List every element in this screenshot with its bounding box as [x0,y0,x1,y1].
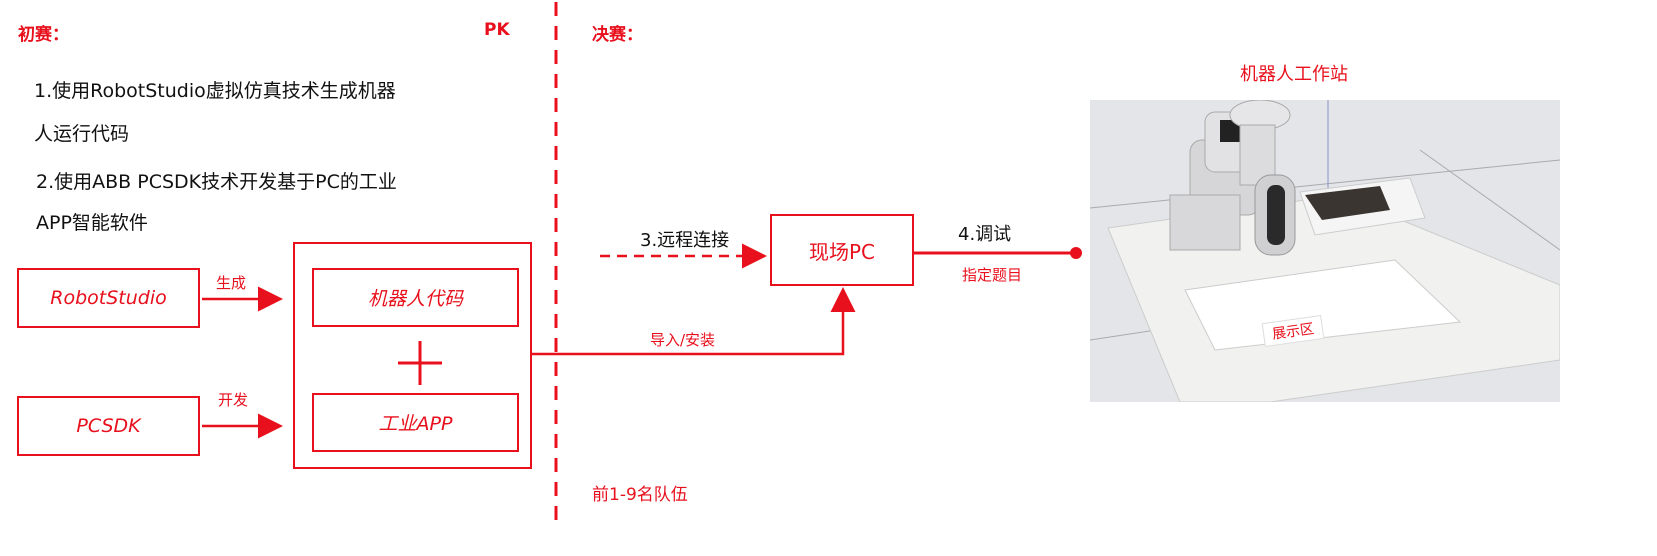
debug-label: 4.调试 [958,224,1012,245]
qualifier-label: 前1-9名队伍 [592,485,688,505]
import-arrow [531,287,856,356]
remote-connect-label: 3.远程连接 [640,230,730,251]
industrial-app-label: 工业APP [378,413,453,435]
site-pc-box: 现场PC [770,214,914,286]
pcsdk-box: PCSDK [17,396,200,456]
generate-label: 生成 [216,274,247,292]
site-pc-label: 现场PC [808,239,876,264]
item1-line1: 1.使用RobotStudio虚拟仿真技术生成机器 [34,80,396,102]
workstation-title: 机器人工作站 [1240,64,1348,85]
robot-scene [1090,100,1560,402]
import-install-label: 导入/安装 [650,331,716,349]
pk-label: PK [484,20,510,40]
prelim-title: 初赛： [18,25,69,45]
develop-label: 开发 [218,391,249,409]
workstation-image: 展示区 [1090,100,1560,402]
pcsdk-label: PCSDK [76,415,141,437]
item2-line1: 2.使用ABB PCSDK技术开发基于PC的工业 [36,171,397,193]
debug-endpoint [1070,247,1082,259]
final-title: 决赛： [592,25,643,45]
deliverables-box [293,242,532,469]
robotstudio-label: RobotStudio [50,287,167,309]
assigned-task-label: 指定题目 [962,266,1023,284]
robot-code-box: 机器人代码 [312,268,519,327]
item2-line2: APP智能软件 [36,212,148,234]
robotstudio-box: RobotStudio [17,268,200,328]
industrial-app-box: 工业APP [312,393,519,452]
item1-line2: 人运行代码 [34,123,130,145]
robot-code-label: 机器人代码 [367,288,463,310]
